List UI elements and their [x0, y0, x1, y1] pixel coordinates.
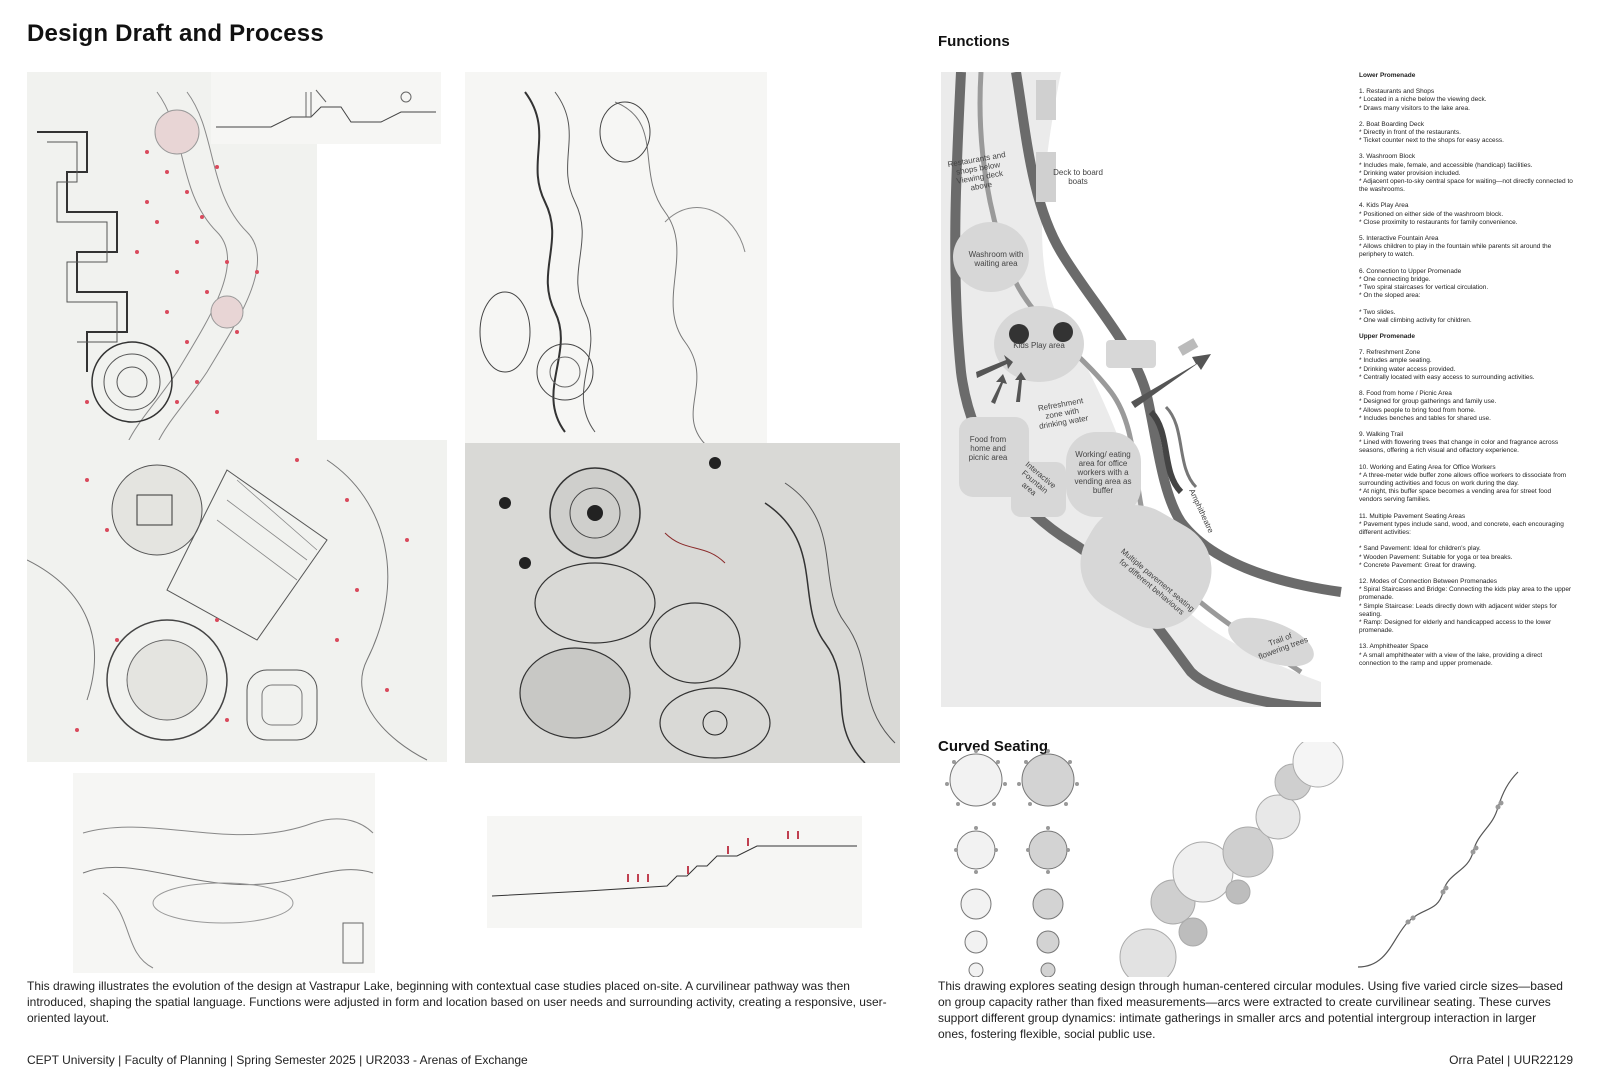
- slide-arrow-icon: [976, 355, 1013, 378]
- legend-item: 2. Boat Boarding Deck * Directly in fron…: [1359, 120, 1504, 145]
- circle-chain: [1119, 736, 1344, 986]
- seating-modules-column-1: [949, 753, 1003, 978]
- label-kids-play: Kids Play area: [1013, 341, 1065, 350]
- early-concept-sketch: [73, 773, 375, 973]
- zone-refreshment-block: [1106, 340, 1156, 368]
- label-refreshment: Refreshmentzone withdrinking water: [1035, 396, 1089, 431]
- zone-restaurants: [1036, 80, 1056, 120]
- legend-item: 5. Interactive Fountain Area * Allows ch…: [1359, 235, 1552, 259]
- legend-item: 11. Multiple Pavement Seating Areas * Pa…: [1359, 512, 1564, 569]
- seating-modules-column-2: [1021, 753, 1075, 978]
- right-caption: This drawing explores seating design thr…: [938, 979, 1563, 1041]
- legend-upper-heading: Upper Promenade: [1359, 333, 1415, 341]
- early-concept-sketch-drawing: [82, 818, 374, 969]
- curvilinear-seat-marks: [1405, 800, 1504, 925]
- left-caption: This drawing illustrates the evolution o…: [27, 979, 887, 1025]
- refined-plan-sketch: [465, 443, 900, 763]
- functions-map: Restaurants andshops belowViewing deckab…: [941, 72, 1351, 707]
- stair-arrow-icon: [991, 374, 1007, 404]
- ramp-curve: [1148, 409, 1184, 495]
- curved-seating-heading: Curved Seating: [938, 738, 1049, 755]
- bridge-arrow-icon: [1131, 354, 1211, 408]
- zone-deck: [1036, 152, 1056, 202]
- legend-item: 6. Connection to Upper Promenade * One c…: [1359, 267, 1489, 324]
- curvilinear-seating-line: [1357, 771, 1519, 968]
- promenade-section-sketch-drawing: [491, 831, 857, 897]
- spiral-stair-2-icon: [1053, 322, 1073, 342]
- legend-lower-heading: Lower Promenade: [1359, 72, 1416, 79]
- functions-legend: Lower Promenade 1. Restaurants and Shops…: [1359, 72, 1574, 676]
- section-sketch-small-drawing: [216, 89, 436, 128]
- legend-item: 3. Washroom Block * Includes male, femal…: [1359, 153, 1573, 194]
- legend-item: 1. Restaurants and Shops * Located in a …: [1359, 88, 1487, 112]
- stair-arrow-2-icon: [1015, 372, 1026, 402]
- deck-bar: [1177, 338, 1199, 356]
- outer-promenade-edge: [950, 72, 1322, 707]
- zone-working: [1066, 432, 1141, 517]
- page-title: Design Draft and Process: [27, 20, 324, 47]
- zone-trail-trees: [1228, 617, 1314, 667]
- functions-map-drawing: Restaurants andshops belowViewing deckab…: [947, 72, 1351, 707]
- functions-heading: Functions: [938, 33, 1010, 50]
- legend-item: 9. Walking Trail * Lined with flowering …: [1359, 430, 1559, 455]
- legend-item: 10. Working and Eating Area for Office W…: [1359, 463, 1567, 504]
- promenade-section-sketch: [487, 816, 862, 928]
- footer-author: Orra Patel | UUR22129: [1449, 1053, 1573, 1067]
- curved-seating-diagram: [938, 736, 1578, 986]
- legend-item: 7. Refreshment Zone * Includes ample sea…: [1359, 349, 1535, 381]
- zone-washroom: [953, 222, 1029, 292]
- site-plan-sketch-drawing: [37, 91, 259, 444]
- legend-item: 4. Kids Play Area * Positioned on either…: [1359, 202, 1518, 226]
- spiral-stair-1-icon: [1009, 324, 1029, 344]
- zone-pavement-seating: [1080, 505, 1212, 629]
- functions-layout-sketch-drawing: [27, 458, 428, 761]
- legend-item: 12. Modes of Connection Between Promenad…: [1359, 577, 1572, 635]
- curvilinear-path-sketch: [465, 72, 767, 444]
- functions-layout-sketch: [27, 440, 447, 762]
- refined-plan-sketch-drawing: [499, 457, 896, 763]
- footer-course-info: CEPT University | Faculty of Planning | …: [27, 1053, 528, 1067]
- legend-item: 8. Food from home / Picnic Area * Design…: [1359, 390, 1497, 422]
- section-sketch-small: [211, 72, 441, 144]
- curved-seating-drawing: [945, 736, 1519, 986]
- legend-item: 13. Amphitheater Space * A small amphith…: [1359, 643, 1543, 667]
- curvilinear-path-sketch-drawing: [479, 91, 746, 444]
- ramp-curve-inner: [1164, 405, 1198, 489]
- zone-fountain: [1011, 462, 1066, 517]
- lake-area: [1042, 72, 1351, 707]
